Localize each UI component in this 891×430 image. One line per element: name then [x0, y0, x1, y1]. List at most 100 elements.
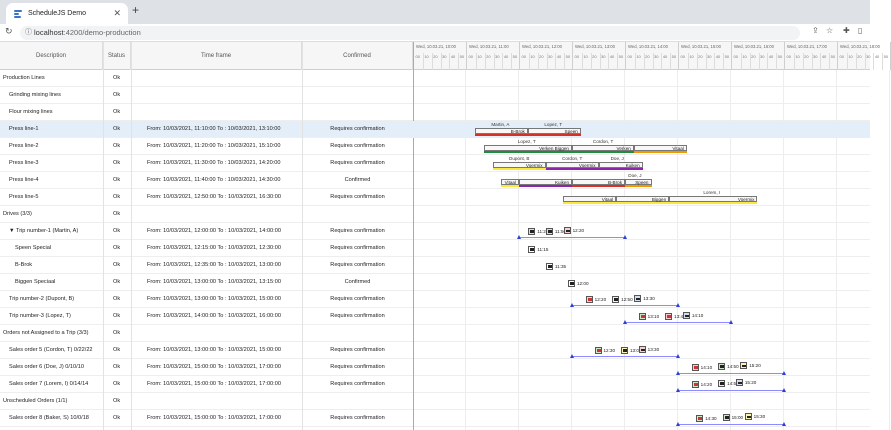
gantt-bar[interactable]: Speen — [527, 128, 581, 134]
gantt-event[interactable]: 12:50 — [612, 295, 633, 303]
gantt-event[interactable]: 11:20 — [528, 227, 548, 235]
gantt-bar[interactable]: Vitaal — [633, 145, 687, 151]
trip-marker-icon[interactable] — [570, 354, 574, 358]
table-row[interactable]: Unscheduled Orders (1/1)Ok — [0, 393, 870, 410]
gantt-bar[interactable]: B-Brok — [474, 128, 528, 134]
gantt-event[interactable]: 15:30 — [744, 412, 765, 420]
close-tab-icon[interactable]: ✕ — [113, 8, 121, 18]
table-row[interactable]: Drives (3/3)Ok — [0, 206, 870, 223]
trip-marker-icon[interactable] — [570, 303, 574, 307]
gantt-bar[interactable]: Biggen — [616, 196, 670, 202]
gantt-bar[interactable]: Kuiken — [598, 162, 643, 168]
info-icon[interactable]: ⓘ — [25, 29, 32, 36]
row-timeframe: From: 10/03/2021, 12:50:00 To : 10/03/20… — [147, 194, 281, 200]
truck-icon — [740, 361, 748, 369]
axis-tick — [714, 53, 716, 70]
trip-marker-icon[interactable] — [782, 371, 786, 375]
factory-icon — [528, 245, 536, 253]
gantt-event[interactable]: 13:30 — [638, 345, 659, 353]
extensions-icon[interactable]: ✚ — [843, 26, 850, 35]
trip-marker-icon[interactable] — [623, 320, 627, 324]
trip-marker-icon[interactable] — [676, 354, 680, 358]
gantt-bar[interactable]: Voermix — [669, 196, 758, 202]
gantt-event[interactable]: 14:50 — [718, 362, 739, 370]
gantt-event[interactable]: 15:20 — [740, 361, 761, 369]
gantt-bar[interactable]: Verken — [572, 145, 634, 151]
trip-marker-icon[interactable] — [729, 320, 733, 324]
gantt-divider[interactable] — [413, 42, 414, 430]
gantt-event[interactable]: 11:50 — [545, 227, 566, 235]
new-tab-icon[interactable]: + — [132, 3, 140, 17]
axis-tick — [528, 53, 530, 70]
column-header-status[interactable]: Status — [103, 42, 131, 70]
column-header-timeframe[interactable]: Time frame — [131, 42, 302, 70]
gantt-bar[interactable]: B-Brok — [572, 179, 625, 185]
reload-icon[interactable]: ↻ — [5, 26, 13, 36]
event-time-label: 12:50 — [621, 296, 633, 302]
gantt-bar[interactable]: Vitaal — [501, 179, 519, 185]
axis-tick — [590, 53, 592, 70]
trip-marker-icon[interactable] — [623, 235, 627, 239]
gantt-event[interactable]: 15:20 — [735, 378, 756, 386]
trip-marker-icon[interactable] — [782, 422, 786, 426]
gantt-bar[interactable]: Kuiken — [519, 179, 572, 185]
trip-marker-icon[interactable] — [517, 235, 521, 239]
column-header-confirmed[interactable]: Confirmed — [302, 42, 413, 70]
gantt-bar[interactable]: Verken Biggen — [483, 145, 572, 151]
gantt-bar[interactable]: Voermix — [492, 162, 546, 168]
gantt-event[interactable]: 14:30 — [696, 414, 717, 422]
trip-marker-icon[interactable] — [676, 303, 680, 307]
trip-marker-icon[interactable] — [782, 388, 786, 392]
gantt-event[interactable]: 14:50 — [718, 379, 739, 387]
gantt-event[interactable]: 14:20 — [691, 380, 712, 388]
trip-marker-icon[interactable] — [676, 388, 680, 392]
row-timeframe: From: 10/03/2021, 12:35:00 To : 10/03/20… — [147, 262, 281, 268]
gantt-bar[interactable]: Vitaal — [563, 196, 617, 202]
gantt-event[interactable]: 12:30 — [594, 346, 615, 354]
gantt-event[interactable]: 12:20 — [585, 295, 606, 303]
row-status: Ok — [113, 381, 121, 387]
gantt-event[interactable]: 11:15 — [528, 245, 548, 253]
share-icon[interactable]: ⇪ — [812, 26, 819, 35]
trip-marker-icon[interactable] — [676, 371, 680, 375]
gantt-bar[interactable]: Voermix — [545, 162, 599, 168]
gantt-event[interactable]: 11:35 — [545, 262, 566, 270]
bookmark-star-icon[interactable]: ☆ — [826, 26, 834, 35]
gantt-event[interactable]: 13:40 — [665, 312, 686, 320]
table-row[interactable]: Orders not Assigned to a Trip (3/3)Ok — [0, 325, 870, 342]
gantt-event[interactable]: 14:10 — [682, 311, 703, 319]
trip-marker-icon[interactable] — [676, 422, 680, 426]
gantt-event[interactable]: 15:00 — [722, 413, 743, 421]
gantt-event[interactable]: 13:10 — [638, 312, 659, 320]
gantt-bar[interactable]: Speen — [625, 179, 652, 185]
browser-tab[interactable]: ScheduleJS Demo ✕ — [6, 3, 128, 24]
gantt-event[interactable]: 14:10 — [691, 363, 712, 371]
gantt-event[interactable]: 12:00 — [568, 279, 589, 287]
gantt-event[interactable]: 13:30 — [634, 294, 655, 302]
gantt-event[interactable]: 13:00 — [621, 346, 642, 354]
gantt-event[interactable]: 12:20 — [563, 226, 584, 234]
column-header-description[interactable]: Description — [0, 42, 103, 70]
url-field[interactable]: ⓘ localhost:4200/demo-production — [20, 26, 800, 40]
side-panel-icon[interactable]: ▯ — [858, 26, 863, 35]
order-icon — [594, 346, 602, 354]
